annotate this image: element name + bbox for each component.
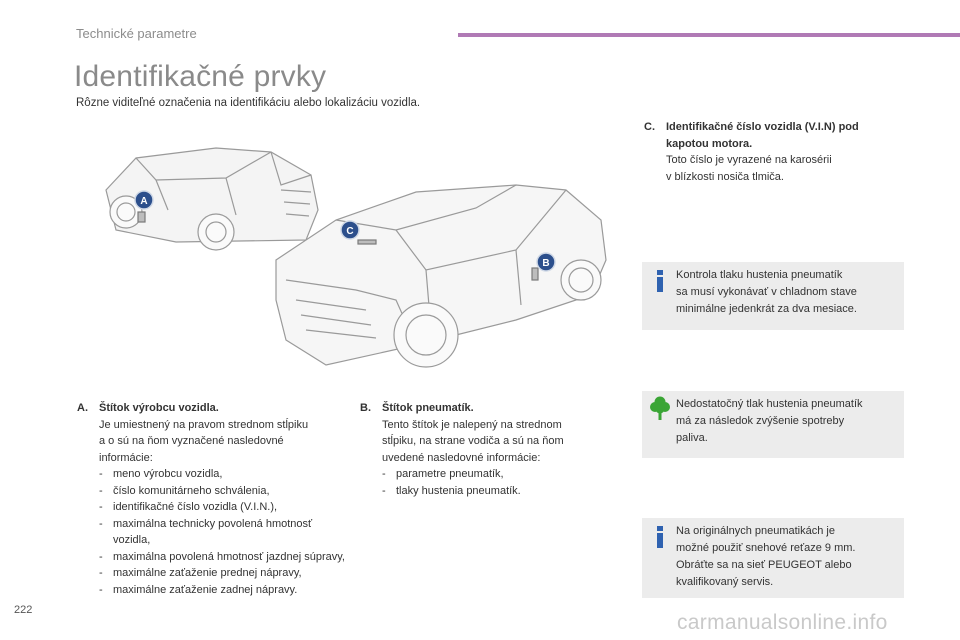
page-title: Identifikačné prvky bbox=[74, 60, 327, 93]
list-item: parametre pneumatík, bbox=[382, 466, 600, 483]
section-b-tyre-label: B. Štítok pneumatík. Tento štítok je nale… bbox=[360, 400, 600, 499]
section-b-line-1: stĺpiku, na strane vodiča a sú na ňom bbox=[382, 435, 564, 447]
marker-a-label: A bbox=[140, 196, 147, 207]
list-item: meno výrobcu vozidla, bbox=[99, 466, 347, 483]
page-number: 222 bbox=[14, 604, 33, 616]
marker-a: A bbox=[134, 190, 154, 210]
section-a-line-2: informácie: bbox=[99, 451, 153, 464]
list-item: maximálna povolená hmotnosť jazdnej súpr… bbox=[99, 549, 347, 566]
note-3-line-3: kvalifikovaný servis. bbox=[676, 576, 774, 588]
header-accent-bar bbox=[458, 33, 960, 37]
marker-c-label: C bbox=[346, 226, 353, 237]
section-a-line-1: a o sú na ňom vyznačené nasledovné bbox=[99, 435, 284, 447]
section-c-title-line1: Identifikačné číslo vozidla (V.I.N) pod bbox=[666, 121, 859, 133]
note-3-line-0: Na originálnych pneumatikách je bbox=[676, 525, 835, 537]
info-icon bbox=[657, 270, 663, 292]
rear-car-drawing bbox=[105, 147, 319, 251]
front-car-drawing bbox=[275, 184, 607, 368]
section-a-title: Štítok výrobcu vozidla. bbox=[99, 402, 219, 414]
list-item: maximálne zaťaženie zadnej nápravy. bbox=[99, 582, 347, 599]
section-a-letter: A. bbox=[77, 402, 88, 414]
note-1-line-2: minimálne jedenkrát za dva mesiace. bbox=[676, 303, 857, 315]
list-item: maximálne zaťaženie prednej nápravy, bbox=[99, 565, 347, 582]
note-2-line-2: paliva. bbox=[676, 432, 708, 444]
marker-b: B bbox=[536, 252, 556, 272]
section-a-manufacturer-plate: A. Štítok výrobcu vozidla. Je umiestnený … bbox=[77, 400, 347, 598]
watermark-text: carmanualsonline.info bbox=[677, 611, 888, 634]
section-a-list: meno výrobcu vozidla, číslo komunitárneh… bbox=[77, 466, 347, 598]
page-subtitle: Rôzne viditeľné označenia na identifikác… bbox=[76, 97, 421, 109]
header-section-label: Technické parametre bbox=[76, 26, 197, 41]
section-a-line-0: Je umiestnený na pravom strednom stĺpiku bbox=[99, 418, 309, 431]
note-3-line-1: možné použiť snehové reťaze 9 mm. bbox=[676, 542, 856, 554]
list-item: identifikačné číslo vozidla (V.I.N.), bbox=[99, 499, 347, 516]
marker-c: C bbox=[340, 220, 360, 240]
section-c-title-line2: kapotou motora. bbox=[666, 137, 753, 150]
section-c-line-1: v blízkosti nosiča tlmiča. bbox=[666, 170, 784, 183]
list-item: maximálna technicky povolená hmotnosť vo… bbox=[99, 516, 347, 549]
note-2-line-0: Nedostatočný tlak hustenia pneumatík bbox=[676, 398, 863, 410]
section-b-title: Štítok pneumatík. bbox=[382, 402, 474, 414]
note-tyre-pressure-check: Kontrola tlaku hustenia pneumatík sa mus… bbox=[642, 262, 904, 330]
section-b-line-0: Tento štítok je nalepený na strednom bbox=[382, 418, 562, 431]
section-c-vin: C. Identifikačné číslo vozidla (V.I.N) po… bbox=[644, 119, 906, 185]
note-fuel-consumption: Nedostatočný tlak hustenia pneumatík má … bbox=[642, 391, 904, 458]
marker-b-label: B bbox=[542, 258, 549, 269]
section-c-letter: C. bbox=[644, 121, 655, 133]
note-3-line-2: Obráťte sa na sieť PEUGEOT alebo bbox=[676, 559, 852, 571]
note-2-line-1: má za následok zvýšenie spotreby bbox=[676, 415, 845, 427]
note-1-line-1: sa musí vykonávať v chladnom stave bbox=[676, 286, 857, 298]
note-snow-chains: Na originálnych pneumatikách je možné po… bbox=[642, 518, 904, 598]
note-1-line-0: Kontrola tlaku hustenia pneumatík bbox=[676, 269, 843, 281]
car-illustration: A C B bbox=[105, 147, 607, 368]
tree-icon bbox=[650, 396, 670, 420]
section-b-list: parametre pneumatík, tlaky hustenia pneu… bbox=[360, 466, 600, 499]
info-icon bbox=[657, 526, 663, 548]
section-b-letter: B. bbox=[360, 402, 371, 414]
section-b-line-2: uvedené nasledovné informácie: bbox=[382, 451, 541, 464]
section-c-line-0: Toto číslo je vyrazené na karosérii bbox=[666, 154, 832, 166]
list-item: tlaky hustenia pneumatík. bbox=[382, 483, 600, 500]
list-item: číslo komunitárneho schválenia, bbox=[99, 483, 347, 500]
